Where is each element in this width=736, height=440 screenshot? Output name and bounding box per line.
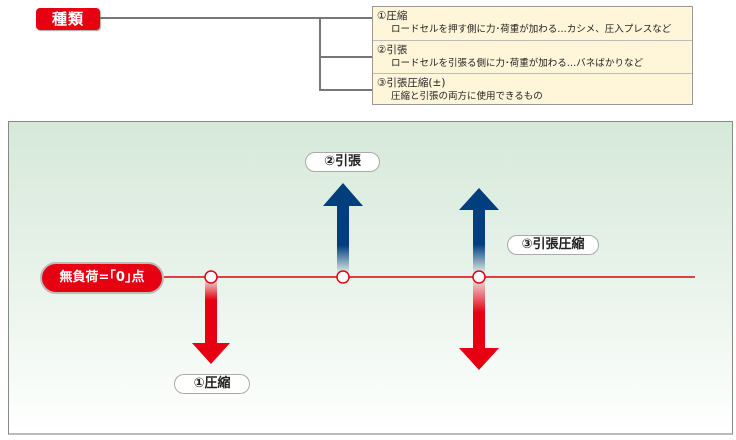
connector-line <box>100 17 320 19</box>
load-point <box>472 270 486 284</box>
tension-compression-arrow <box>459 188 499 370</box>
type-description: ロードセルを引張る側に力･荷重が加わる…バネばかりなど <box>391 58 643 69</box>
load-point <box>204 270 218 284</box>
compression-arrow <box>192 280 230 364</box>
compression-label: ①圧縮 <box>174 374 250 394</box>
tension-compression-label: ③引張圧縮 <box>507 235 599 255</box>
connector-line <box>319 89 373 91</box>
tension-label: ②引張 <box>305 152 380 172</box>
type-item-tension: ②引張 ロードセルを引張る側に力･荷重が加わる…バネばかりなど <box>373 40 692 73</box>
load-point <box>336 270 350 284</box>
type-title: ③引張圧縮(±) <box>377 77 446 89</box>
type-title: ①圧縮 <box>377 10 408 22</box>
type-title: ②引張 <box>377 44 408 56</box>
connector-line <box>319 17 373 19</box>
type-description: 圧縮と引張の両方に使用できるもの <box>391 91 543 102</box>
tension-arrow <box>323 183 363 274</box>
types-heading-badge: 種類 <box>36 8 100 30</box>
types-list: ①圧縮 ロードセルを押す側に力･荷重が加わる…カシメ、圧入プレスなど ②引張 ロ… <box>372 6 693 105</box>
type-item-compression: ①圧縮 ロードセルを押す側に力･荷重が加わる…カシメ、圧入プレスなど <box>373 7 692 40</box>
connector-line <box>319 17 321 91</box>
type-item-tension-compression: ③引張圧縮(±) 圧縮と引張の両方に使用できるもの <box>373 73 692 106</box>
connector-line <box>319 56 373 58</box>
zero-point-badge: 無負荷=｢0｣点 <box>40 262 164 294</box>
type-description: ロードセルを押す側に力･荷重が加わる…カシメ、圧入プレスなど <box>391 24 672 35</box>
